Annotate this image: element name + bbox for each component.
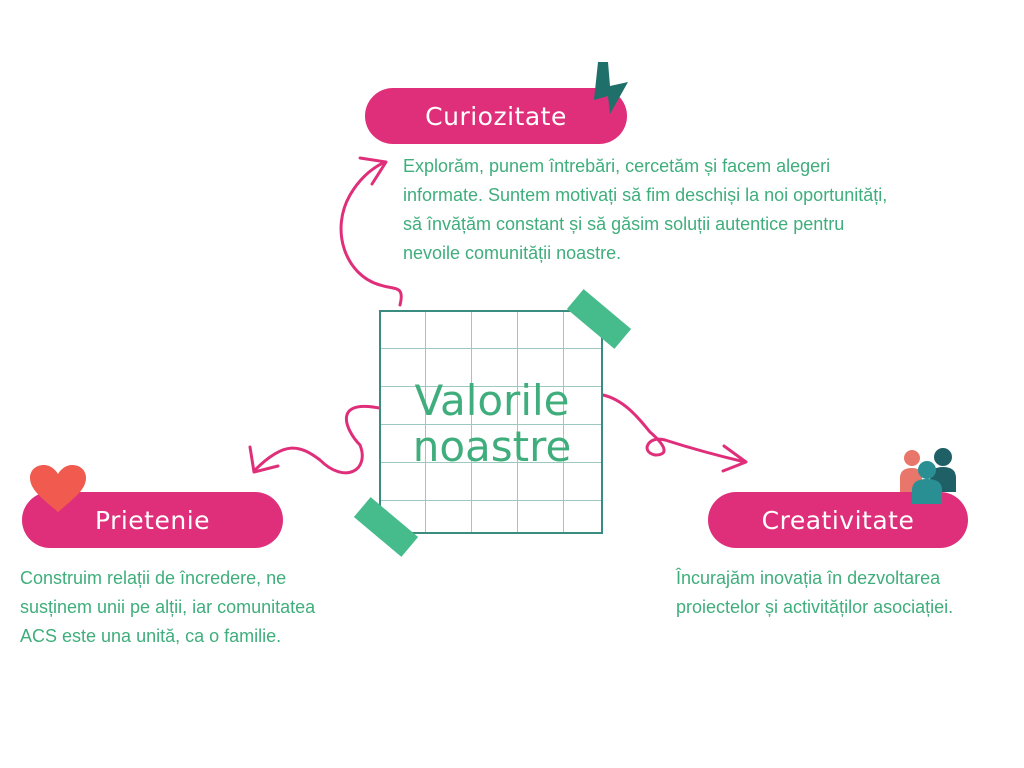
grid-card xyxy=(379,310,603,534)
arrowhead-creativitate xyxy=(721,444,748,473)
curiozitate-description: Explorăm, punem întrebări, cercetăm și f… xyxy=(403,156,888,263)
arrow-to-creativitate xyxy=(601,393,747,464)
arrowhead-prietenie xyxy=(248,445,280,474)
arrowhead-curiozitate xyxy=(358,156,388,186)
prietenie-description: Construim relații de încredere, ne susți… xyxy=(20,568,316,646)
creativitate-label: Creativitate xyxy=(761,505,915,535)
center-title: Valorile noastre xyxy=(372,378,612,470)
center-title-line2: noastre xyxy=(412,422,572,471)
curiozitate-pill: Curiozitate xyxy=(365,88,627,144)
prietenie-label: Prietenie xyxy=(94,505,211,535)
center-title-line1: Valorile xyxy=(414,376,570,425)
arrow-to-curiozitate xyxy=(339,160,403,307)
curiozitate-label: Curiozitate xyxy=(425,101,567,131)
arrow-to-prietenie xyxy=(253,404,390,475)
creativitate-description: Încurajăm inovația în dezvoltarea proiec… xyxy=(676,568,954,617)
